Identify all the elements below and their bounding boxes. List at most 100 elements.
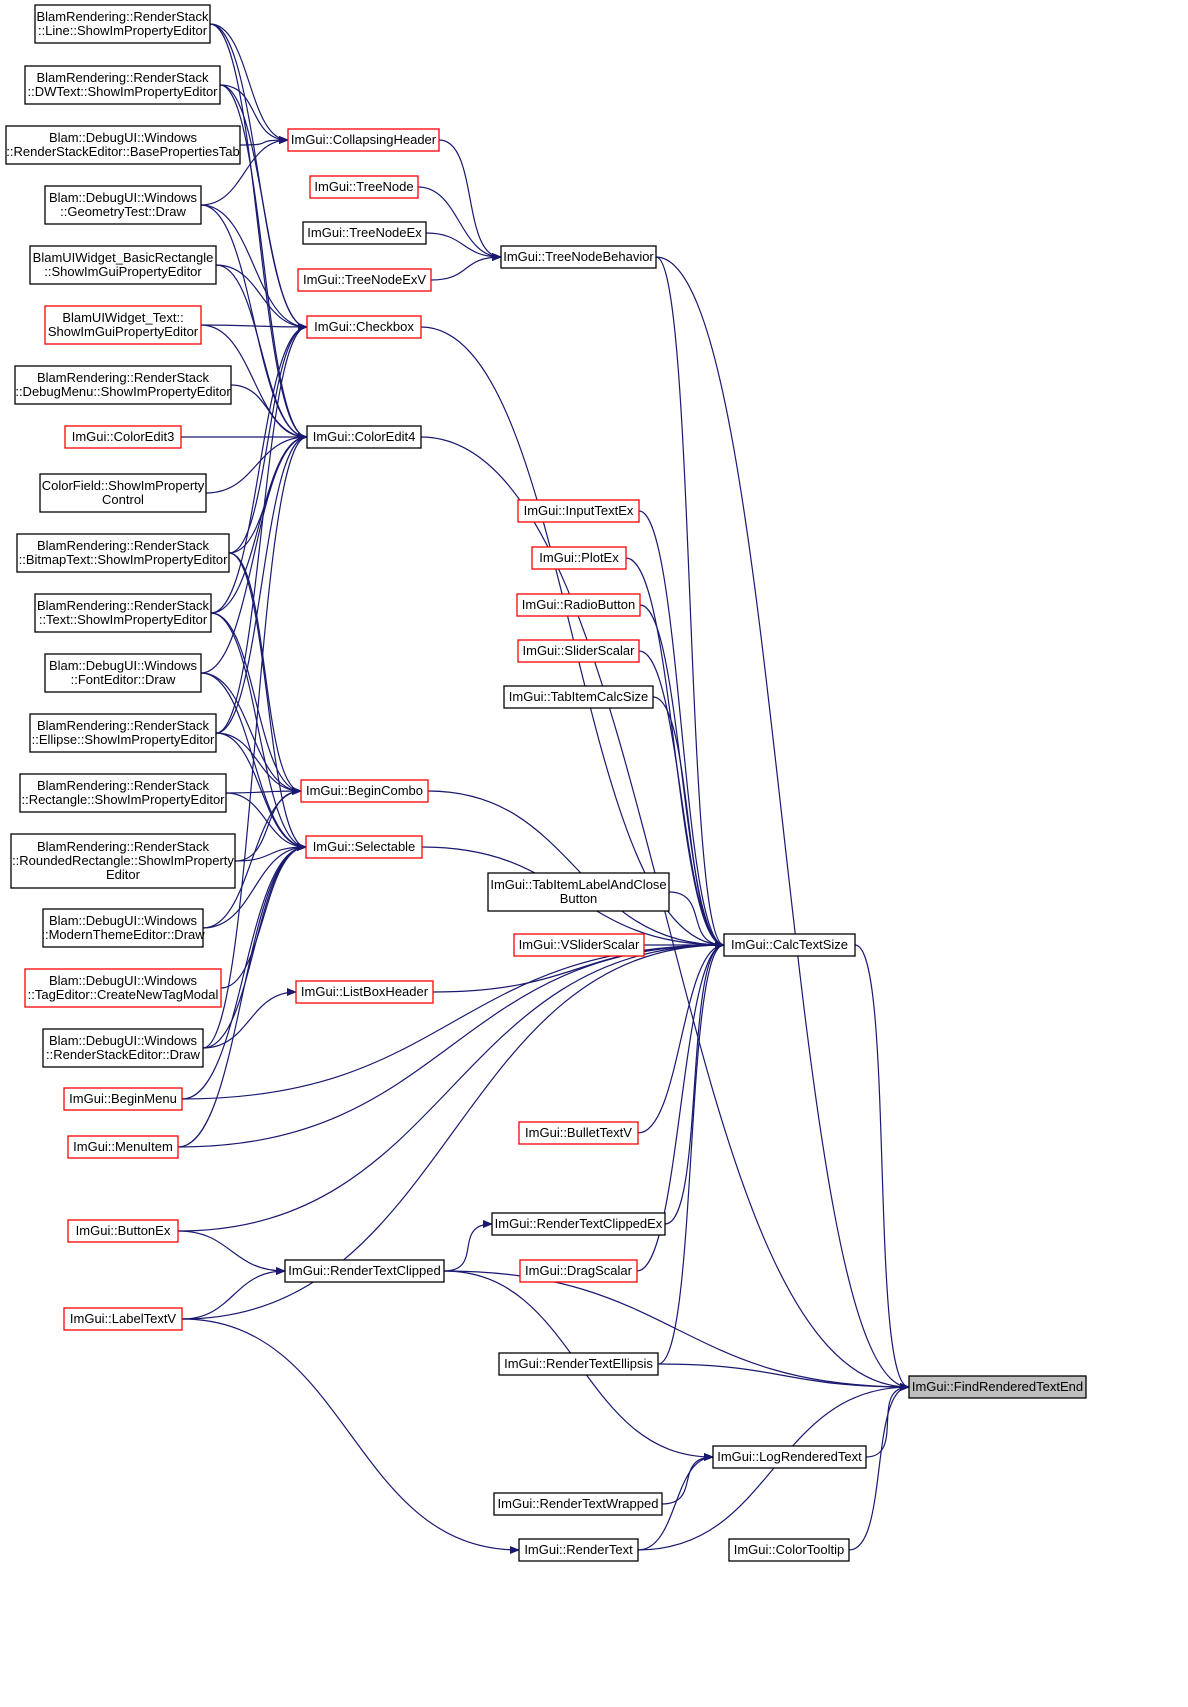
node-geomtest[interactable]: Blam::DebugUI::Windows::GeometryTest::Dr… [44, 185, 202, 225]
node-label: ImGui::ListBoxHeader [301, 984, 429, 999]
node-menuitem[interactable]: ImGui::MenuItem [67, 1135, 179, 1159]
node-inputtextex[interactable]: ImGui::InputTextEx [517, 499, 640, 523]
node-treenodeexv[interactable]: ImGui::TreeNodeExV [297, 268, 432, 292]
edge-fonteditor-to-coloredit4 [200, 433, 308, 674]
edge-moderntheme-to-selectable [202, 843, 307, 929]
edge-rtellipsis-to-findrendered [657, 1363, 910, 1391]
edge-dwtext-to-collapsing [219, 84, 289, 144]
edge-labeltextv-to-calctextsize [181, 941, 725, 1320]
node-label: Editor [106, 867, 141, 882]
node-debugmenu[interactable]: BlamRendering::RenderStack::DebugMenu::S… [14, 365, 232, 405]
node-label: ImGui::TreeNode [314, 179, 413, 194]
node-checkbox[interactable]: ImGui::Checkbox [306, 315, 422, 339]
node-label: ImGui::TabItemLabelAndClose [490, 877, 666, 892]
node-fonteditor[interactable]: Blam::DebugUI::Windows::FontEditor::Draw [44, 653, 202, 693]
edge-rendertext-to-logrendered [637, 1453, 714, 1551]
node-label: Blam::DebugUI::Windows [49, 190, 198, 205]
node-label: ImGui::BeginMenu [69, 1091, 177, 1106]
node-dwtext[interactable]: BlamRendering::RenderStack::DWText::Show… [24, 65, 221, 105]
node-selectable[interactable]: ImGui::Selectable [305, 835, 423, 859]
node-coloredit3[interactable]: ImGui::ColorEdit3 [64, 425, 182, 449]
node-label: BlamRendering::RenderStack [37, 9, 209, 24]
node-coloredit4[interactable]: ImGui::ColorEdit4 [306, 425, 422, 449]
node-label: BlamRendering::RenderStack [37, 538, 209, 553]
node-vslider[interactable]: ImGui::VSliderScalar [513, 933, 645, 957]
edge-inputtextex-to-calctextsize [638, 510, 725, 949]
edge-bitmaptext-to-checkbox [228, 323, 308, 554]
node-colortooltip[interactable]: ImGui::ColorTooltip [728, 1538, 850, 1562]
node-label: ::BitmapText::ShowImPropertyEditor [19, 552, 228, 567]
edge-labeltextv-to-rtclipped [181, 1267, 286, 1320]
node-treenode[interactable]: ImGui::TreeNode [309, 175, 419, 199]
node-sliderscalar[interactable]: ImGui::SliderScalar [517, 639, 640, 663]
node-plotex[interactable]: ImGui::PlotEx [531, 546, 627, 570]
edge-geomtest-to-collapsing [200, 136, 289, 206]
node-roundedrect[interactable]: BlamRendering::RenderStack::RoundedRecta… [10, 833, 236, 889]
node-uitext[interactable]: BlamUIWidget_Text::ShowImGuiPropertyEdit… [44, 305, 202, 345]
node-rsedraw[interactable]: Blam::DebugUI::Windows::RenderStackEdito… [42, 1028, 204, 1068]
node-label: ImGui::VSliderScalar [519, 937, 640, 952]
node-labeltextv[interactable]: ImGui::LabelTextV [63, 1307, 183, 1331]
node-label: BlamRendering::RenderStack [37, 370, 209, 385]
edge-roundedrect-to-selectable [234, 843, 307, 862]
edge-basicrect-to-coloredit4 [215, 264, 308, 441]
node-label: ImGui::Checkbox [314, 319, 414, 334]
node-basicrect[interactable]: BlamUIWidget_BasicRectangle::ShowImGuiPr… [29, 245, 217, 285]
node-label: ImGui::RenderTextClippedEx [495, 1216, 663, 1231]
edge-rtellipsis-to-calctextsize [657, 941, 725, 1365]
node-label: BlamRendering::RenderStack [37, 778, 209, 793]
node-label: ::FontEditor::Draw [71, 672, 176, 687]
node-beginmenu[interactable]: ImGui::BeginMenu [63, 1087, 183, 1111]
node-bullettextv[interactable]: ImGui::BulletTextV [518, 1121, 639, 1145]
node-begincombo[interactable]: ImGui::BeginCombo [300, 779, 429, 803]
node-tageditor[interactable]: Blam::DebugUI::Windows::TagEditor::Creat… [24, 968, 222, 1008]
node-label: ::RenderStackEditor::Draw [46, 1047, 201, 1062]
edge-calctextsize-to-findrendered [854, 944, 910, 1391]
node-buttonex[interactable]: ImGui::ButtonEx [67, 1219, 179, 1243]
node-rtclippedex[interactable]: ImGui::RenderTextClippedEx [491, 1212, 666, 1236]
node-treenodeex[interactable]: ImGui::TreeNodeEx [302, 221, 427, 245]
node-listboxheader[interactable]: ImGui::ListBoxHeader [295, 980, 434, 1004]
node-rendertext[interactable]: ImGui::RenderText [518, 1538, 639, 1562]
node-label: ImGui::CalcTextSize [731, 937, 848, 952]
node-label: ImGui::RenderTextEllipsis [504, 1356, 653, 1371]
node-rectangle[interactable]: BlamRendering::RenderStack::Rectangle::S… [19, 773, 227, 813]
node-logrendered[interactable]: ImGui::LogRenderedText [712, 1445, 867, 1469]
node-treenodebeh[interactable]: ImGui::TreeNodeBehavior [500, 245, 657, 269]
node-label: ImGui::ColorEdit4 [313, 429, 416, 444]
node-collapsing[interactable]: ImGui::CollapsingHeader [287, 128, 440, 152]
node-rstext[interactable]: BlamRendering::RenderStack::Text::ShowIm… [34, 593, 212, 633]
node-rtclipped[interactable]: ImGui::RenderTextClipped [284, 1259, 445, 1283]
node-line[interactable]: BlamRendering::RenderStack::Line::ShowIm… [34, 4, 211, 44]
node-rtwrapped[interactable]: ImGui::RenderTextWrapped [493, 1492, 663, 1516]
edge-rtclipped-to-rtclippedex [443, 1220, 493, 1272]
edge-treenodeexv-to-treenodebeh [430, 253, 502, 281]
node-tabcalcsize[interactable]: ImGui::TabItemCalcSize [503, 685, 654, 709]
node-rsebase[interactable]: Blam::DebugUI::Windows::RenderStackEdito… [5, 125, 241, 165]
node-label: ImGui::RenderTextClipped [288, 1263, 440, 1278]
node-label: ::GeometryTest::Draw [60, 204, 186, 219]
edge-fonteditor-to-begincombo [200, 672, 302, 795]
edge-rsedraw-to-listboxheader [202, 988, 297, 1049]
node-label: ::Text::ShowImPropertyEditor [39, 612, 208, 627]
node-label: ImGui::MenuItem [73, 1139, 173, 1154]
node-label: ImGui::TabItemCalcSize [509, 689, 648, 704]
node-label: Blam::DebugUI::Windows [49, 130, 198, 145]
node-moderntheme[interactable]: Blam::DebugUI::Windows::ModernThemeEdito… [41, 908, 205, 948]
edge-rsebase-to-collapsing [239, 136, 289, 146]
node-ellipse[interactable]: BlamRendering::RenderStack::Ellipse::Sho… [29, 713, 217, 753]
edge-begincombo-to-calctextsize [427, 790, 725, 949]
edge-ellipse-to-checkbox [215, 323, 308, 734]
node-label: ImGui::Selectable [313, 839, 416, 854]
node-rtellipsis[interactable]: ImGui::RenderTextEllipsis [498, 1352, 659, 1376]
node-dragscalar[interactable]: ImGui::DragScalar [519, 1259, 638, 1283]
edge-moderntheme-to-begincombo [202, 787, 302, 929]
edge-basicrect-to-checkbox [215, 264, 308, 331]
node-findrendered[interactable]: ImGui::FindRenderedTextEnd [908, 1375, 1087, 1399]
node-bitmaptext[interactable]: BlamRendering::RenderStack::BitmapText::… [16, 533, 230, 573]
node-calctextsize[interactable]: ImGui::CalcTextSize [723, 933, 856, 957]
node-radiobutton[interactable]: ImGui::RadioButton [516, 593, 641, 617]
edge-rstext-to-selectable [210, 612, 307, 851]
